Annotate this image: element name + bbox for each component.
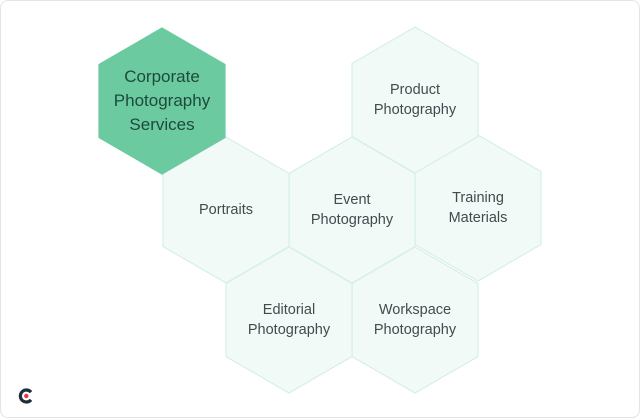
hex-label-line: Photography [373,322,457,338]
hexagon-product [351,26,479,174]
brand-c-logo-icon [18,388,34,404]
hex-label-line: Corporate [124,67,200,86]
hex-label-line: Materials [448,210,508,226]
hex-label-line: Product [390,82,440,98]
hexagon-corporate [98,27,226,175]
hex-label-line: Photography [113,91,211,110]
hex-label-portraits: Portraits [163,200,289,220]
hex-label-line: Photography [247,322,331,338]
hex-label-line: Photography [310,212,394,228]
hex-label-line: Services [129,115,195,134]
hex-label-line: Photography [373,102,457,118]
hex-label-line: Editorial [262,302,316,318]
hex-label-line: Workspace [378,302,452,318]
hex-label-line: Training [452,190,504,206]
hex-label-line: Portraits [199,202,253,218]
hex-label-line: Event [333,192,371,208]
